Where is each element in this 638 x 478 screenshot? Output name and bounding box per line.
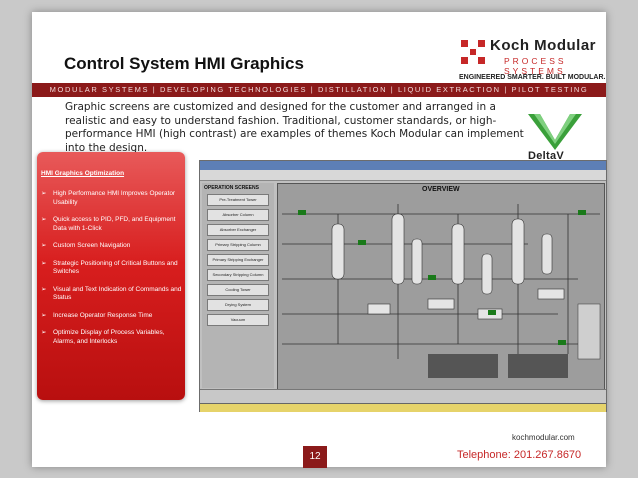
hmi-alarm-bar — [200, 403, 606, 412]
page-number: 12 — [303, 446, 327, 468]
list-item: ➢Quick access to PID, PFD, and Equipment… — [41, 216, 176, 232]
capabilities-banner: MODULAR SYSTEMS | DEVELOPING TECHNOLOGIE… — [32, 83, 606, 97]
arrow-bullet-icon: ➢ — [41, 285, 47, 293]
process-flow-diagram — [282, 204, 601, 378]
hmi-screenshot: ■ OPERATION SCREENS Pre-Treatment Tower … — [199, 160, 607, 412]
hmi-nav-button: Primary Stripping Column — [207, 239, 269, 251]
list-item: ➢Increase Operator Response Time — [41, 311, 153, 319]
list-item: ➢Custom Screen Navigation — [41, 242, 131, 249]
hmi-titlebar: ■ — [200, 161, 606, 176]
arrow-bullet-icon: ➢ — [41, 329, 47, 336]
hmi-nav-button: Absorber Exchanger — [207, 224, 269, 236]
panel-list: ➢High Performance HMI Improves Operator … — [41, 190, 183, 355]
list-item: ➢High Performance HMI Improves Operator … — [41, 190, 176, 206]
arrow-bullet-icon: ➢ — [41, 242, 47, 249]
deltav-logo: DeltaV — [524, 110, 586, 168]
slide: Control System HMI Graphics Koch Modular… — [32, 12, 607, 468]
arrow-bullet-icon: ➢ — [41, 311, 47, 319]
hmi-optimization-panel: HMI Graphics Optimization ➢High Performa… — [37, 152, 185, 400]
website-text: kochmodular.com — [512, 433, 575, 442]
slide-title: Control System HMI Graphics — [64, 54, 304, 73]
logo-grid-icon — [461, 40, 485, 64]
logo-subtitle: PROCESS SYSTEMS — [504, 56, 567, 76]
hmi-nav-button: Vacuum — [207, 314, 269, 326]
hmi-process-overview: OVERVIEW — [277, 183, 605, 390]
hmi-nav-button: Drying System — [207, 299, 269, 311]
list-item: ➢Visual and Text Indication of Commands … — [41, 285, 182, 302]
arrow-bullet-icon: ➢ — [41, 216, 47, 223]
hmi-bottom-bar — [200, 389, 606, 404]
hmi-nav-button: Secondary Stripping Column — [207, 269, 269, 281]
hmi-nav-button: Primary Stripping Exchanger — [207, 254, 269, 266]
description-text: Graphic screens are customized and desig… — [65, 101, 524, 154]
list-item: ➢Optimize Display of Process Variables, … — [41, 329, 165, 345]
logo-brand: Koch Modular — [490, 37, 596, 54]
operation-screens-label: OPERATION SCREENS — [204, 185, 259, 191]
arrow-bullet-icon: ➢ — [41, 190, 47, 197]
hmi-menubar — [200, 170, 606, 181]
panel-title: HMI Graphics Optimization — [41, 170, 125, 177]
hmi-nav-button: Absorber Column — [207, 209, 269, 221]
phone-text: Telephone: 201.267.8670 — [457, 449, 582, 461]
deltav-label: DeltaV — [528, 150, 565, 162]
list-item: ➢Strategic Positioning of Critical Butto… — [41, 259, 178, 276]
koch-modular-logo: Koch Modular PROCESS SYSTEMS ENGINEERED … — [456, 36, 606, 91]
hmi-nav-sidebar: OPERATION SCREENS Pre-Treatment Tower Ab… — [202, 183, 274, 388]
deltav-v-icon — [528, 114, 582, 150]
overview-label: OVERVIEW — [422, 186, 460, 193]
logo-tagline: ENGINEERED SMARTER. BUILT MODULAR. — [459, 74, 606, 81]
arrow-bullet-icon: ➢ — [41, 259, 47, 267]
hmi-nav-button: Pre-Treatment Tower — [207, 194, 269, 206]
hmi-nav-button: Cooling Tower — [207, 284, 269, 296]
